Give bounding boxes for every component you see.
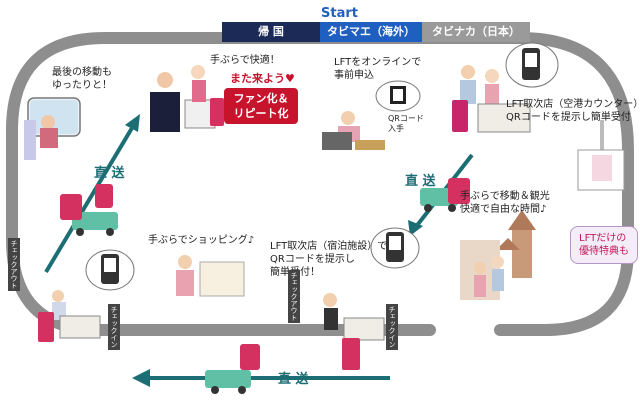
phase-kikoku: 帰 国 (222, 22, 320, 42)
label-hands-free-move: 手ぶらで移動＆観光 快適で自由な時間♪ (460, 191, 550, 215)
label-checkin-left: チェックイン (108, 304, 120, 350)
label-chokuso-bottom: 直 送 (278, 372, 309, 387)
phase-tabinaka: タビナカ（日本） (422, 22, 530, 42)
badge-fan-repeat: ファン化＆ リピート化 (224, 88, 298, 124)
bubble-lft-only: LFTだけの 優待特典も (570, 226, 638, 264)
arrow-chokuso-bottom (132, 369, 390, 387)
label-online-apply: LFTをオンラインで 事前申込 (334, 57, 422, 81)
label-last-move: 最後の移動も ゆったりと！ (52, 67, 112, 91)
label-hands-free-comfort: 手ぶらで快適！ (210, 55, 280, 66)
label-chokuso-left: 直 送 (94, 166, 125, 181)
label-come-again: また来よう♥ (230, 72, 295, 85)
label-shopping: 手ぶらでショッピング♪ (148, 235, 255, 246)
label-chokuso-right: 直 送 (405, 174, 436, 189)
arrow-chokuso-left (44, 114, 140, 274)
phase-tabimae: タビマエ（海外） (320, 22, 422, 42)
label-airport-counter: LFT取次店（空港カウンター）で QRコードを提示し簡単受付 (506, 99, 640, 123)
label-checkout-middle: チェックアウト (288, 270, 300, 323)
label-qr-get: QRコード 入手 (388, 114, 424, 133)
label-checkout-left: チェックアウト (8, 238, 20, 291)
start-label: Start (321, 6, 358, 21)
label-checkin-middle: チェックイン (386, 304, 398, 350)
